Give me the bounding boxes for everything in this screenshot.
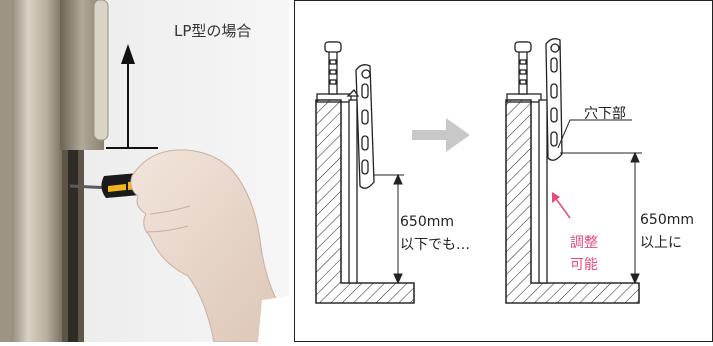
installation-diagram <box>294 0 713 342</box>
left-distance-label: 650mm <box>400 214 454 230</box>
screwdriver-photo <box>0 0 290 343</box>
left-assembly <box>315 41 415 304</box>
adjust-label-line1: 調整 <box>570 235 598 251</box>
transition-arrow-icon <box>412 118 470 152</box>
photo-panel: LP型の場合 <box>0 0 290 343</box>
diagram-panel: 650mm 以下でも… 穴下部 650mm 以上に 調整 可能 <box>294 0 713 342</box>
pole <box>10 0 62 342</box>
hole-label: 穴下部 <box>584 106 626 122</box>
left-dimension <box>374 173 404 285</box>
right-note-label: 以上に <box>640 235 682 251</box>
adjust-label-line2: 可能 <box>570 257 598 273</box>
adjust-arrow-icon <box>553 195 571 219</box>
hand <box>130 149 290 343</box>
right-dimension <box>560 151 642 285</box>
left-note-label: 以下でも… <box>400 237 470 253</box>
right-assembly <box>505 38 640 304</box>
photo-title: LP型の場合 <box>174 22 252 40</box>
right-distance-label: 650mm <box>640 212 694 228</box>
hole-leader-line <box>557 119 632 149</box>
